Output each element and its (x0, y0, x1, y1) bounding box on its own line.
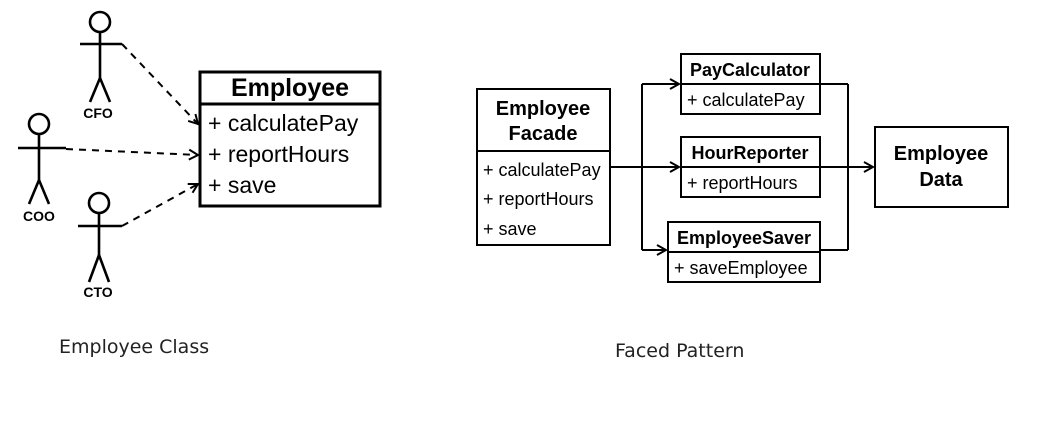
facade-method-calculatepay: + calculatePay (483, 160, 601, 180)
paycalculator-title: PayCalculator (690, 60, 810, 80)
employee-facade-box (476, 88, 611, 246)
facade-connectors (610, 84, 679, 250)
caption-facade-pattern: Faced Pattern (615, 340, 745, 362)
employee-data-title-line-2: Data (919, 169, 963, 191)
employee-data-box (874, 126, 1009, 208)
facade-title-line-2: Facade (509, 123, 578, 145)
employee-method-calculatepay: + calculatePay (208, 110, 359, 136)
paycalculator-box (680, 53, 821, 115)
facade-method-reporthours: + reportHours (483, 189, 594, 209)
employee-method-reporthours: + reportHours (208, 141, 349, 167)
arrow-cto-employee (121, 184, 198, 227)
employee-data-title-line-1: Employee (894, 143, 988, 165)
paycalculator-method: + calculatePay (687, 90, 805, 110)
employee-method-save: + save (208, 172, 276, 198)
employeesaver-method: + saveEmployee (674, 258, 808, 278)
employee-class-title: Employee (231, 74, 349, 102)
arrow-coo-employee (65, 148, 198, 155)
actor-cfo (80, 10, 122, 103)
actor-label-cto: CTO (83, 284, 112, 300)
data-connectors (820, 83, 873, 251)
actor-cto (78, 191, 122, 283)
dependency-arrows (65, 43, 198, 227)
actor-coo (18, 112, 66, 205)
hourreporter-title: HourReporter (691, 143, 808, 163)
facade-title-line-1: Employee (496, 98, 590, 120)
employeesaver-box (667, 221, 821, 283)
hourreporter-method: + reportHours (687, 173, 798, 193)
actor-label-cfo: CFO (83, 105, 113, 121)
caption-employee-class: Employee Class (59, 336, 210, 358)
actor-label-coo: COO (23, 208, 55, 224)
employee-class-box (198, 70, 382, 208)
facade-method-save: + save (483, 219, 537, 239)
arrow-cfo-employee (121, 43, 198, 124)
employeesaver-title: EmployeeSaver (677, 228, 811, 248)
